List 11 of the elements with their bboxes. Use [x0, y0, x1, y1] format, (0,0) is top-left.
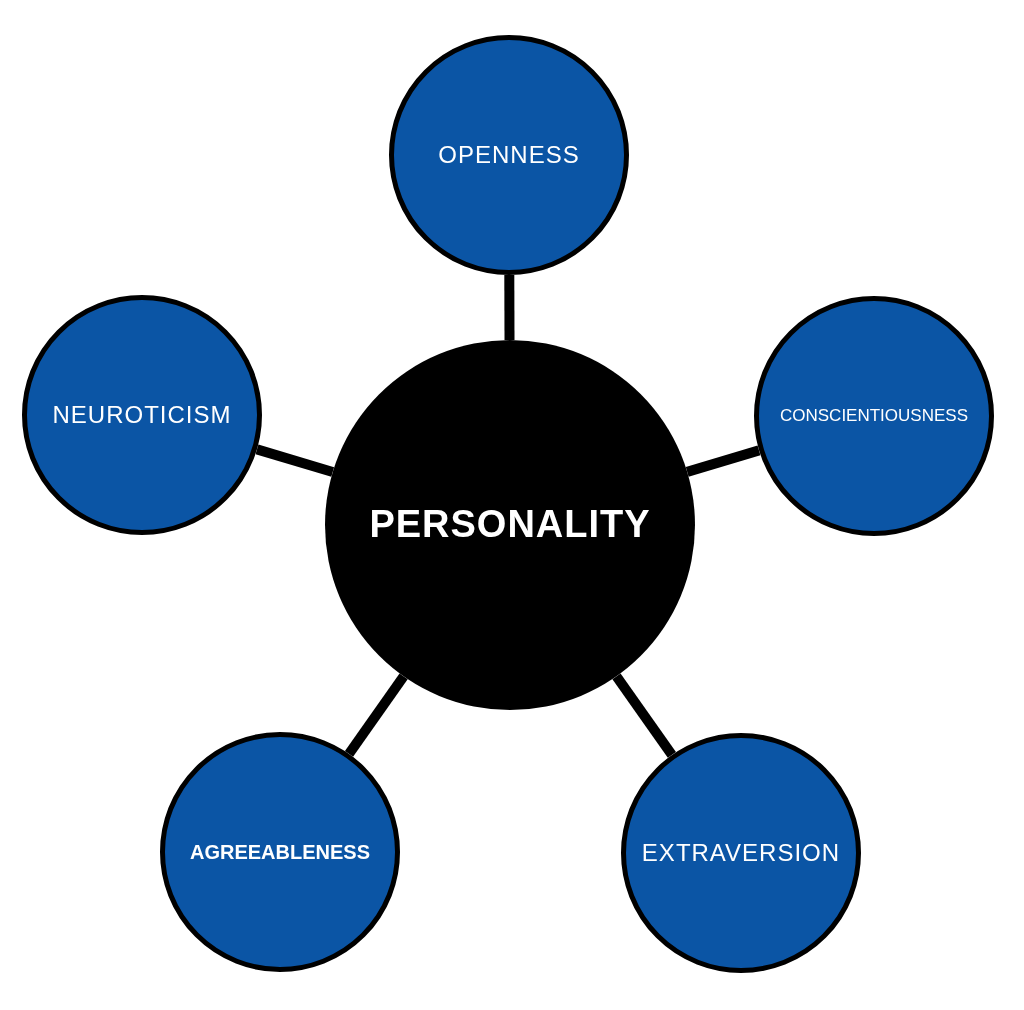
trait-label: EXTRAVERSION — [641, 839, 841, 867]
center-label: PERSONALITY — [369, 504, 651, 546]
trait-label: AGREEABLENESS — [190, 841, 370, 863]
connector-line — [344, 673, 408, 757]
trait-label: CONSCIENTIOUSNESS — [780, 406, 968, 426]
connector-line — [685, 445, 761, 477]
trait-label: NEUROTICISM — [52, 401, 232, 429]
connector-line — [612, 673, 676, 758]
connector-line — [504, 275, 515, 340]
connector-line — [255, 444, 335, 477]
trait-label: OPENNESS — [438, 141, 580, 169]
